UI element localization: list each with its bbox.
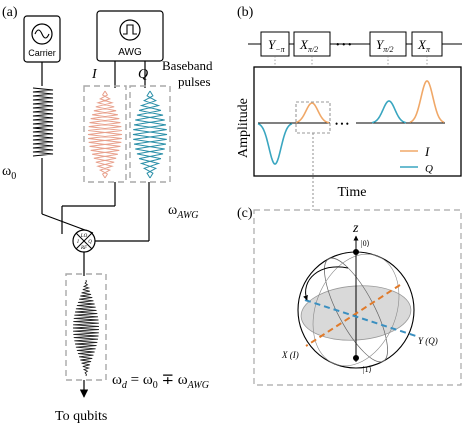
mixer-rf-label: RF [80, 246, 88, 251]
x-axis-text: X (I) [281, 350, 299, 360]
plot-ellipsis: • • • [335, 119, 349, 129]
x-axis-i [305, 284, 401, 347]
gate-x-pi-half: Xπ/2 [293, 31, 331, 57]
baseband-label-line1: Baseband [162, 58, 213, 73]
i-channel-label: I [91, 67, 98, 82]
omega-0-label: ω0 [2, 164, 16, 182]
y-axis-label: Amplitude [236, 98, 251, 158]
mixer-q-label: Q [88, 240, 92, 245]
svg-text:Yπ/2: Yπ/2 [376, 37, 393, 54]
output-pulse-box [65, 273, 107, 381]
ket-1-label: |1⟩ [363, 365, 372, 374]
meridian-2 [312, 253, 400, 367]
i-envelope-pulse [87, 90, 123, 179]
legend-q: Q [425, 163, 433, 175]
panel-c-label: (c) [237, 206, 253, 221]
square-pulse-icon [123, 24, 137, 35]
z-axis-label: z [352, 221, 359, 236]
legend: I Q [400, 144, 433, 175]
state-south-pole [353, 355, 359, 361]
gate-ellipsis: • • • [336, 40, 352, 51]
omega-d-equation: ωd = ω0 ∓ ωAWG [112, 372, 209, 391]
omega-awg-label: ωAWG [168, 203, 199, 221]
pulse-i-x-pi [409, 80, 445, 123]
carrier-label: Carrier [28, 48, 56, 58]
pulse-plot-frame [253, 66, 462, 177]
pulse-i-x-pi-half [295, 102, 330, 124]
panel-b-label: (b) [237, 5, 254, 20]
svg-text:Xπ/2: Xπ/2 [299, 37, 318, 54]
baseband-label-line2: pulses [178, 74, 211, 89]
svg-text:Xπ: Xπ [417, 37, 431, 54]
mixer-i-label: I [76, 240, 79, 245]
bloch-sphere-box [253, 209, 462, 386]
panel-a: (a) Carrier AWG [2, 5, 213, 424]
iq-mixer: LO I Q RF [72, 229, 96, 253]
baseband-pulses-box-i [83, 85, 127, 183]
gate-y-pi-half: Yπ/2 [369, 31, 407, 57]
pulse-q-y-pi-half [371, 100, 407, 124]
signal-lines [41, 61, 150, 398]
x-axis-label: Time [337, 185, 366, 200]
carrier-waveform [30, 86, 57, 158]
legend-i: I [424, 144, 430, 159]
bloch-sphere: z |0⟩ |1⟩ X (I) Y (Q) [281, 221, 438, 374]
meridian-1 [324, 257, 388, 363]
q-envelope-pulse [132, 90, 168, 179]
output-label: To qubits [55, 409, 107, 424]
pulse-q-y-minus-pi [257, 122, 293, 165]
q-channel-label: Q [138, 67, 148, 82]
mixer-lo-label: LO [80, 234, 88, 239]
gate-x-pi: Xπ [411, 31, 443, 57]
state-north-pole [353, 249, 359, 255]
carrier-source: Carrier [23, 15, 61, 63]
pulse-source-icon [119, 19, 141, 41]
sine-wave-icon [34, 29, 50, 39]
panel-a-label: (a) [2, 5, 18, 20]
ket-0-label: |0⟩ [361, 239, 370, 248]
panel-b: (b) Y−π Xπ/2 • • • Yπ/2 Xπ [236, 5, 462, 210]
y-axis-text: Y (Q) [418, 336, 438, 346]
sine-source-icon [31, 23, 53, 45]
baseband-pulses-box-q [129, 85, 171, 183]
gate-y-minus-pi: Y−π [260, 31, 290, 57]
awg-source: AWG [96, 10, 164, 62]
panel-c: (c) z |0⟩ |1⟩ X (I) Y (Q) [237, 206, 462, 386]
svg-text:Y−π: Y−π [268, 37, 286, 54]
output-modulated-pulse [72, 279, 100, 377]
rotation-trajectory [303, 266, 349, 301]
awg-label: AWG [118, 47, 142, 58]
